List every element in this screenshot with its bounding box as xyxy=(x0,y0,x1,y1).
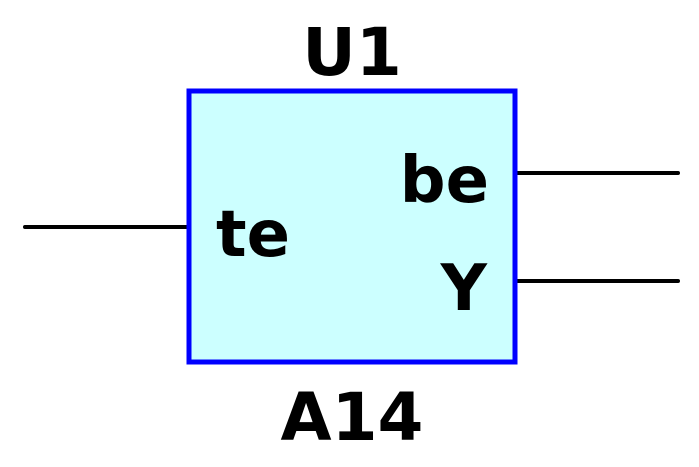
pin-label-be: be xyxy=(400,144,489,218)
component-body[interactable] xyxy=(186,88,518,365)
component-value: A14 xyxy=(281,379,424,456)
component-designator: U1 xyxy=(302,14,402,91)
pin-label-y: Y xyxy=(440,252,488,326)
pin-label-te: te xyxy=(216,198,290,272)
